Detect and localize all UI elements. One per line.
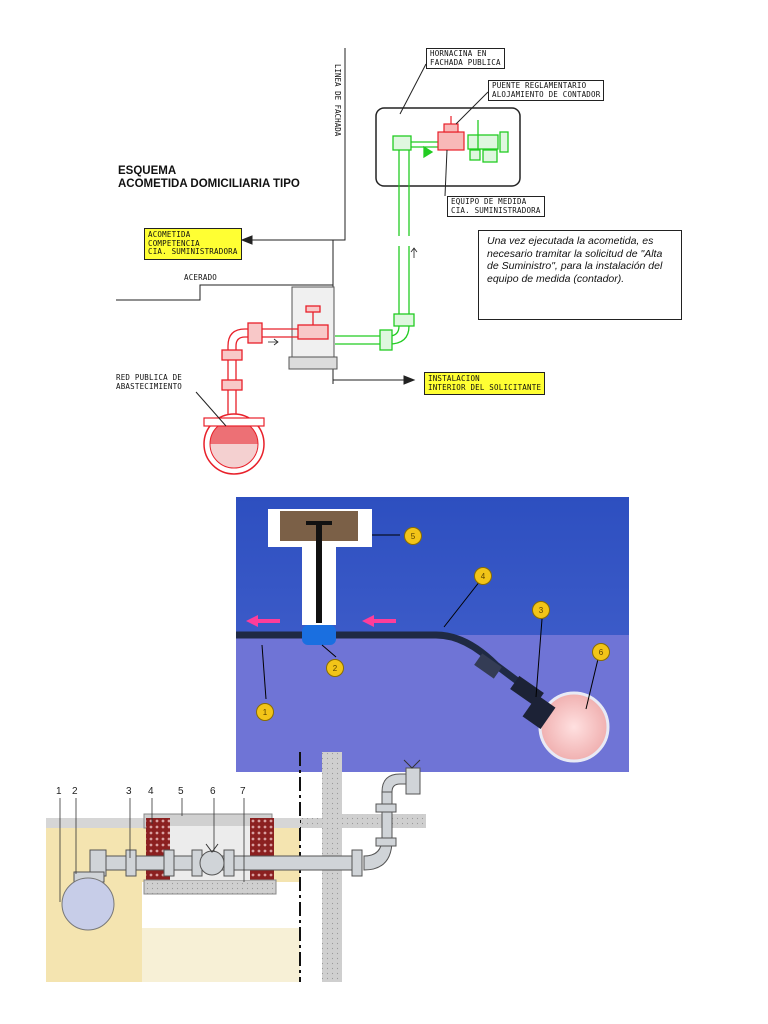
callout-4: 4 [148, 786, 154, 797]
badge-2: 2 [326, 659, 344, 677]
middle-diagram-drawing [236, 497, 629, 772]
bottom-diagram-drawing [46, 752, 426, 982]
label-hornacina: HORNACINA EN FACHADA PUBLICA [426, 48, 505, 69]
label-acerado: ACERADO [184, 273, 218, 282]
callout-5: 5 [178, 786, 184, 797]
top-diagram-drawing [116, 48, 521, 475]
badge-3: 3 [532, 601, 550, 619]
diagram-title: ESQUEMA ACOMETIDA DOMICILIARIA TIPO [118, 165, 300, 190]
label-acometida: ACOMETIDA COMPETENCIA CIA. SUMINISTRADOR… [144, 228, 242, 260]
note-box: Una vez ejecutada la acometida, es neces… [478, 230, 682, 320]
label-linea-fachada: LINEA DE FACHADA [333, 64, 342, 137]
callout-6: 6 [210, 786, 216, 797]
label-puente: PUENTE REGLAMENTARIO ALOJAMIENTO DE CONT… [488, 80, 605, 101]
badge-5: 5 [404, 527, 422, 545]
bottom-diagram: 1 2 3 4 5 6 7 [46, 752, 426, 982]
badge-4: 4 [474, 567, 492, 585]
badge-6: 6 [592, 643, 610, 661]
callout-7: 7 [240, 786, 246, 797]
top-diagram: ESQUEMA ACOMETIDA DOMICILIARIA TIPO HORN… [0, 0, 768, 480]
label-equipo: EQUIPO DE MEDIDA CIA. SUMINISTRADORA [447, 196, 545, 217]
callout-2: 2 [72, 786, 78, 797]
middle-diagram: 1 2 3 4 5 6 [236, 497, 629, 772]
label-red-publica: RED PUBLICA DE ABASTECIMIENTO [116, 373, 183, 391]
callout-1: 1 [56, 786, 62, 797]
label-instalacion: INSTALACION INTERIOR DEL SOLICITANTE [424, 372, 546, 395]
badge-1: 1 [256, 703, 274, 721]
callout-3: 3 [126, 786, 132, 797]
